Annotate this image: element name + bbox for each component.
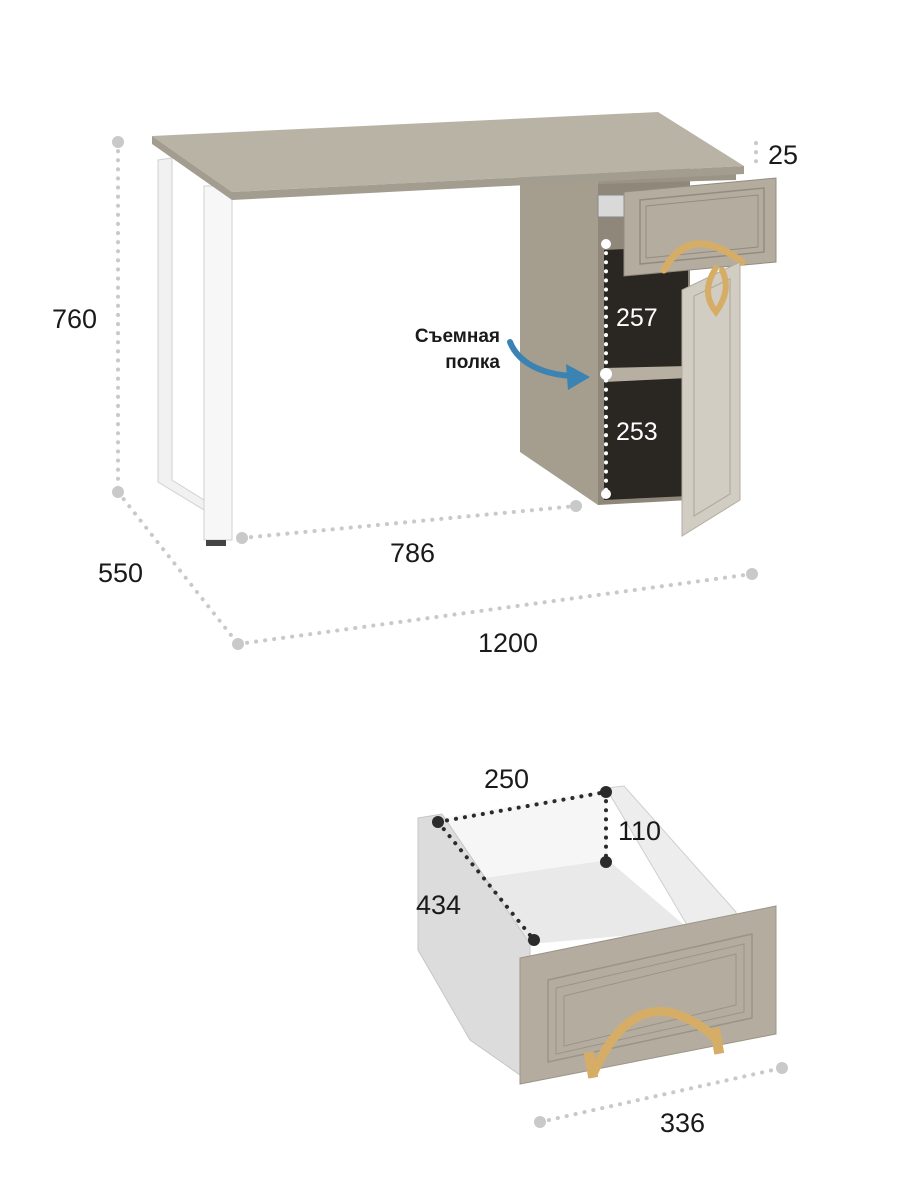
height-label: 760 [52, 304, 97, 334]
leg-gap-label: 786 [390, 538, 435, 568]
table-top-edge [152, 136, 744, 200]
inner-width-dim-line [436, 790, 608, 824]
shelf-note-line1: Съемная [415, 326, 500, 347]
drawer-dimension-endpoints [432, 786, 612, 946]
desk-dimension-endpoints [112, 136, 758, 650]
table-top [152, 112, 744, 192]
desk-dimension-lines [116, 140, 758, 646]
drawer-large-handle-icon [589, 1007, 723, 1077]
desk-drawing [152, 112, 777, 546]
removable-shelf [604, 366, 688, 382]
drawer-front-panel [639, 187, 765, 265]
drawer-drawing [417, 785, 777, 1085]
lower-section-label: 253 [616, 418, 658, 446]
section-dimension-lines [600, 239, 612, 499]
door-handle-icon [705, 265, 729, 317]
drawer-front-dim [534, 1062, 788, 1128]
leg-frame-front [203, 185, 233, 541]
drawer-front [623, 177, 777, 277]
shelf-arrow-icon [507, 339, 575, 379]
upper-section-label: 257 [616, 304, 658, 332]
depth-label: 550 [98, 558, 143, 588]
inner-height-label: 110 [618, 816, 661, 846]
drawer-dimension-lines [436, 790, 608, 942]
leg-foot [206, 540, 226, 546]
leg-gap-dim-line [240, 504, 578, 540]
inner-width-label: 250 [484, 764, 529, 794]
front-width-label: 336 [660, 1108, 705, 1138]
cabinet-front [520, 170, 598, 505]
width-label: 1200 [478, 628, 538, 658]
top-thickness-label: 25 [768, 140, 798, 170]
inner-depth-dim-line [436, 820, 536, 942]
drawer-handle-icon [660, 240, 746, 274]
inner-depth-label: 434 [416, 890, 461, 920]
leg-frame-back [157, 157, 205, 511]
shelf-note-line2: полка [445, 352, 500, 373]
drawer-runner [597, 194, 625, 218]
